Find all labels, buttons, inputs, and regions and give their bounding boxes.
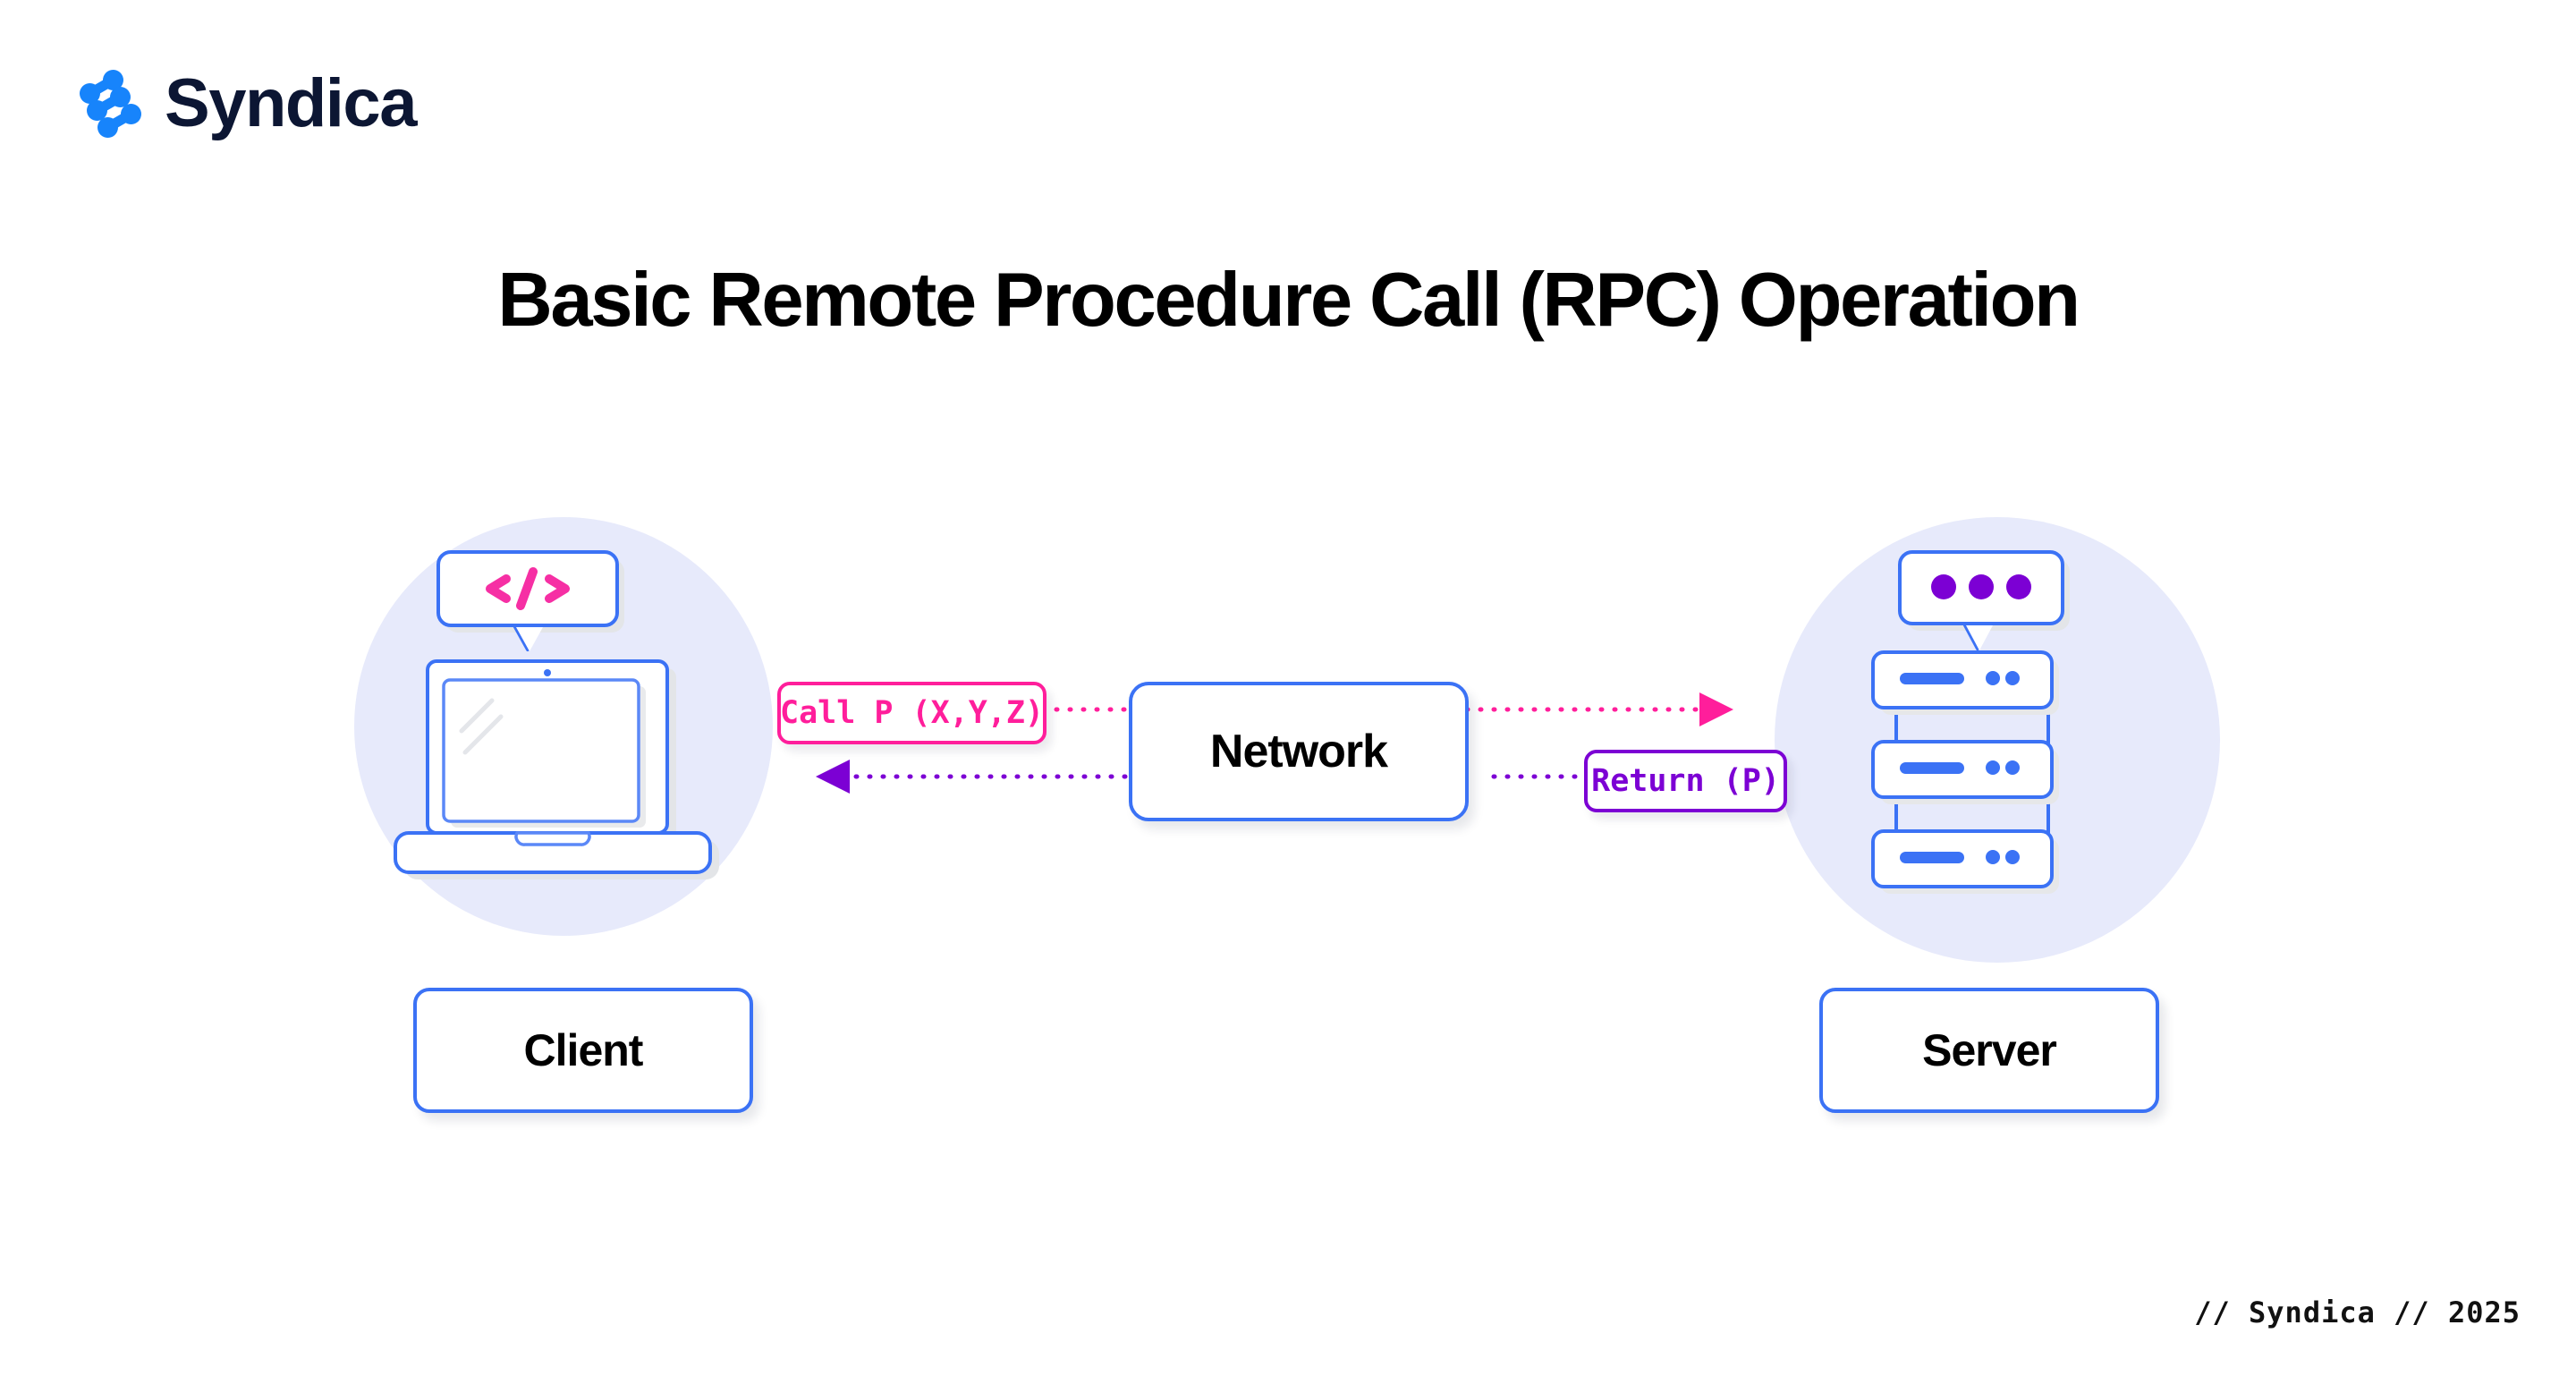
node-client: Client [413,988,753,1113]
syndica-logo-icon [80,70,141,138]
page-title: Basic Remote Procedure Call (RPC) Operat… [497,258,2080,343]
footer-credit: // Syndica // 2025 [2194,1295,2521,1329]
edge-label-call: Call P (X,Y,Z) [777,682,1046,744]
node-server-label: Server [1922,1025,2057,1075]
node-network: Network [1129,682,1469,821]
arrowhead-call-right [1699,692,1733,726]
edge-label-return: Return (P) [1584,750,1787,812]
laptop-icon [394,550,719,879]
arrowhead-return-left [816,760,850,794]
brand-logo: Syndica [79,65,417,141]
node-client-label: Client [523,1025,644,1075]
code-icon [486,567,570,610]
brand-name: Syndica [165,65,417,141]
node-network-label: Network [1209,726,1388,777]
node-server: Server [1819,988,2159,1113]
ellipsis-dots-icon [1931,574,2031,599]
server-rack-icon [1871,550,2070,894]
